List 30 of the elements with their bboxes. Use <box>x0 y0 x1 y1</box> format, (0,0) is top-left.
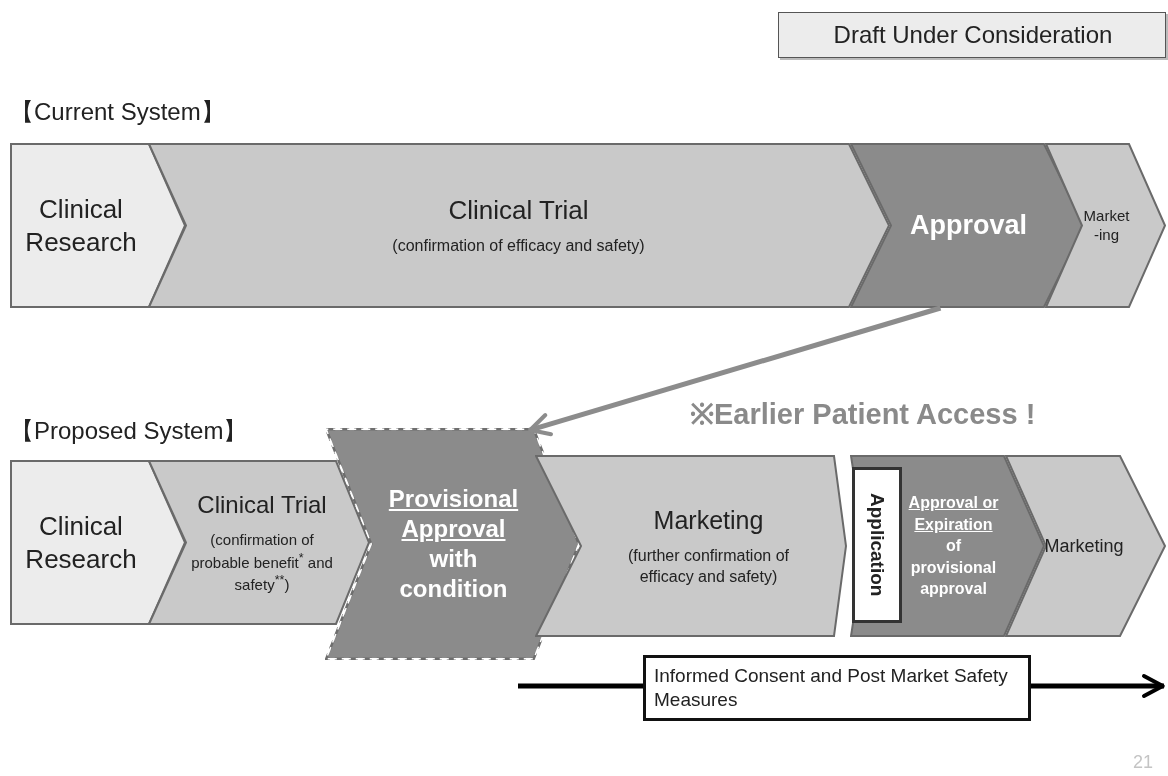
step-title: Clinical Research <box>24 193 138 258</box>
step-title: Application <box>865 493 889 597</box>
connector-line <box>518 683 643 689</box>
step-description: (further confirmation of efficacy and safety) <box>627 545 790 587</box>
step-title: Approval <box>910 208 1027 242</box>
application-box <box>852 467 902 623</box>
callout-text: ※Earlier Patient Access ! <box>690 397 1036 432</box>
step-title: Clinical Trial <box>448 193 589 227</box>
step-title: Clinical Research <box>24 510 138 575</box>
step-title: of provisional approval <box>910 537 997 598</box>
step-description: (confirmation of efficacy and safety) <box>392 236 645 257</box>
process-step <box>535 455 847 637</box>
step-title: Market -ing <box>1082 206 1131 245</box>
step-description: (confirmation of probable benefit$^{*}$ and safety$^{**}$) <box>190 530 334 595</box>
step-title: Informed Consent and Post Market Safety Measures <box>654 664 1009 712</box>
process-step <box>1005 455 1166 637</box>
process-step <box>148 460 370 625</box>
section-heading: 【Proposed System】 <box>10 416 248 446</box>
process-step <box>148 143 890 308</box>
step-title: Draft Under Consideration <box>833 20 1113 50</box>
step-title: Marketing <box>653 504 764 536</box>
arrow <box>1031 674 1165 698</box>
status-box <box>778 12 1166 58</box>
section-heading: 【Current System】 <box>10 97 225 127</box>
step-description: with condition <box>398 544 509 604</box>
step-title: Marketing <box>1044 534 1124 558</box>
page-number: 21 <box>1133 752 1154 773</box>
process-step <box>1045 143 1166 308</box>
measures-box <box>643 655 1031 721</box>
step-title: Clinical Trial <box>197 490 327 521</box>
